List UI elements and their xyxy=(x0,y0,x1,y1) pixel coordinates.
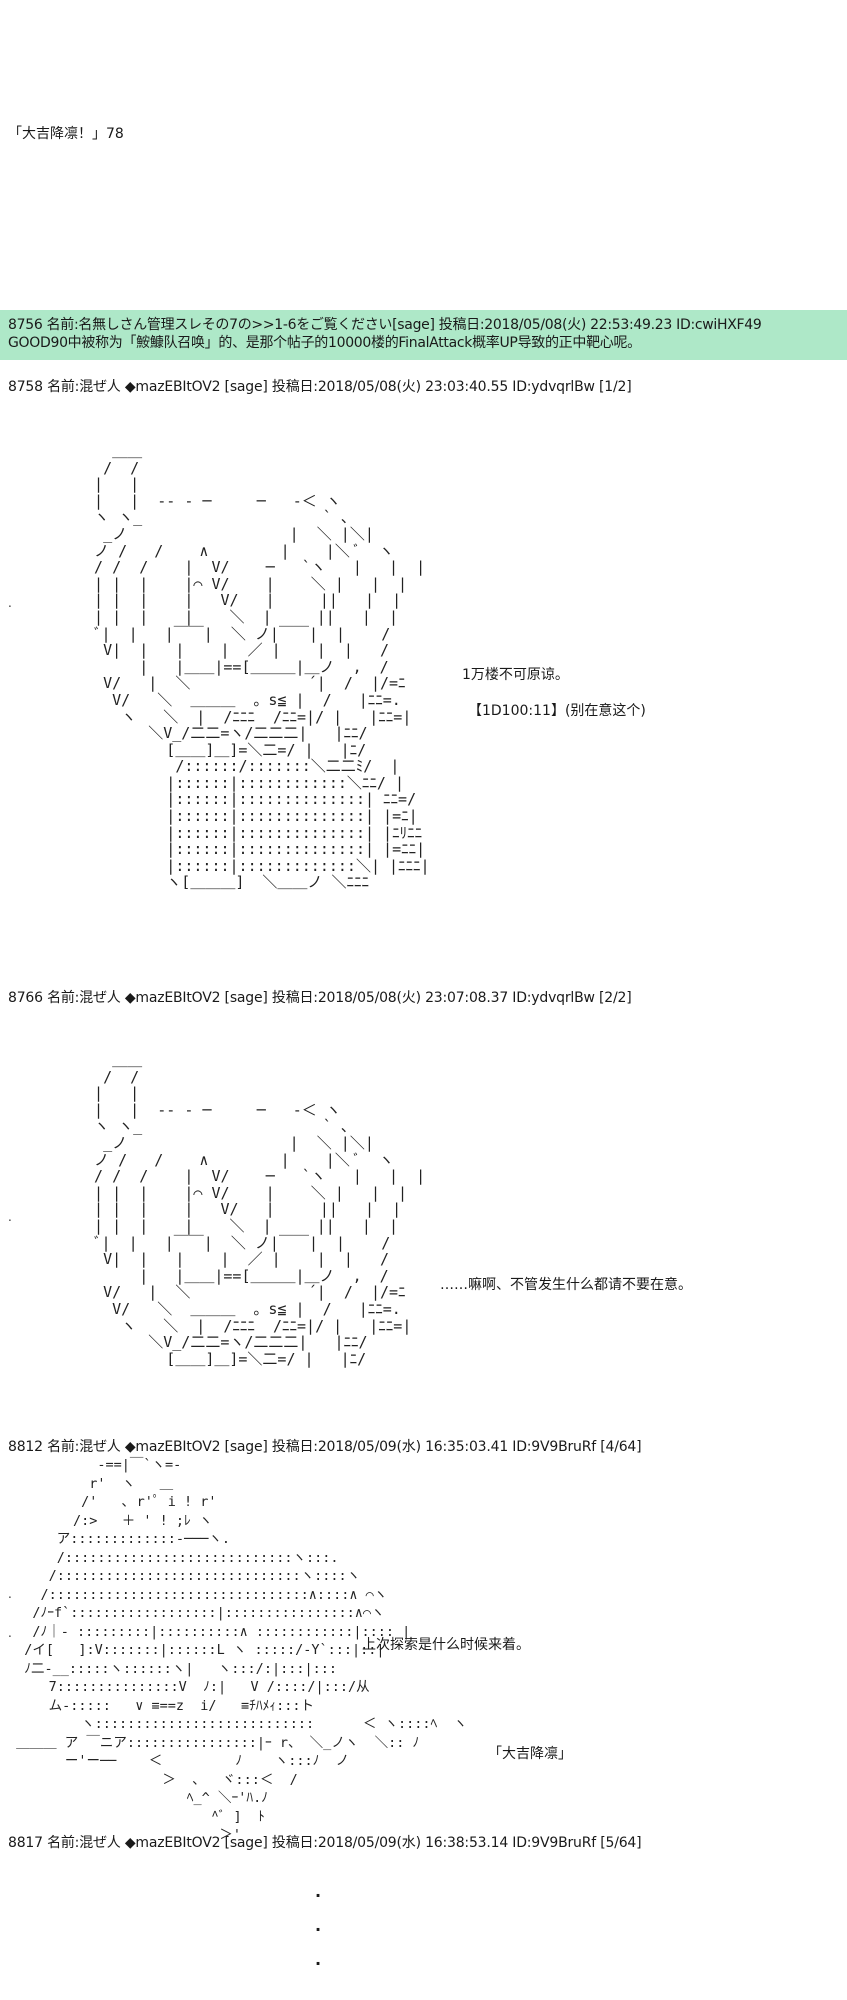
speech-line: 1万楼不可原谅。 xyxy=(462,667,569,683)
post-header: 8758 名前:混ぜ人 ◆mazEBItOV2 [sage] 投稿日:2018/… xyxy=(8,379,632,395)
margin-dot: . xyxy=(8,1210,12,1224)
margin-dot: . xyxy=(8,1626,12,1640)
margin-dot: . xyxy=(8,1587,12,1601)
speech-line: 「大吉降凛」 xyxy=(488,1746,572,1762)
post-header: 8817 名前:混ぜ人 ◆mazEBItOV2 [sage] 投稿日:2018/… xyxy=(8,1835,642,1851)
ellipsis-dot: . xyxy=(315,1882,322,1901)
highlighted-post: 8756 名前:名無しさん管理スレその7の>>1-6をご覧ください[sage] … xyxy=(0,310,847,360)
speech-line: 【1D100:11】(别在意这个) xyxy=(468,703,646,719)
ellipsis-dot: . xyxy=(315,1950,322,1969)
post-header: 8766 名前:混ぜ人 ◆mazEBItOV2 [sage] 投稿日:2018/… xyxy=(8,990,632,1006)
post-header: 8756 名前:名無しさん管理スレその7の>>1-6をご覧ください[sage] … xyxy=(8,317,762,333)
speech-line: ……嘛啊、不管发生什么都请不要在意。 xyxy=(440,1277,692,1293)
speech-line: 上次探索是什么时候来着。 xyxy=(362,1637,530,1653)
post-header: 8812 名前:混ぜ人 ◆mazEBItOV2 [sage] 投稿日:2018/… xyxy=(8,1439,642,1455)
thread-title: 「大吉降凛！」78 xyxy=(8,126,124,142)
ellipsis-dot: . xyxy=(315,1916,322,1935)
ascii-art-figure: -==|￣`ヽ=- r' ヽ ＿ /' ､ r'ﾟ i ! r' /:> ＋ '… xyxy=(16,1457,468,1843)
margin-dot: . xyxy=(8,596,12,610)
ascii-art-figure: ＿＿ / / | | | | -- ‐ ─ ─ ‐＜ ヽ ヽ ヽ_ ` 、 _ノ… xyxy=(94,442,430,892)
ascii-art-figure: ＿＿ / / | | | | -- ‐ ─ ─ ‐＜ ヽ ヽ ヽ_ ` 、 _ノ… xyxy=(94,1051,426,1368)
post-body: GOOD90中被称为「鮟鱇队召唤」的、是那个帖子的10000楼的FinalAtt… xyxy=(8,335,641,351)
